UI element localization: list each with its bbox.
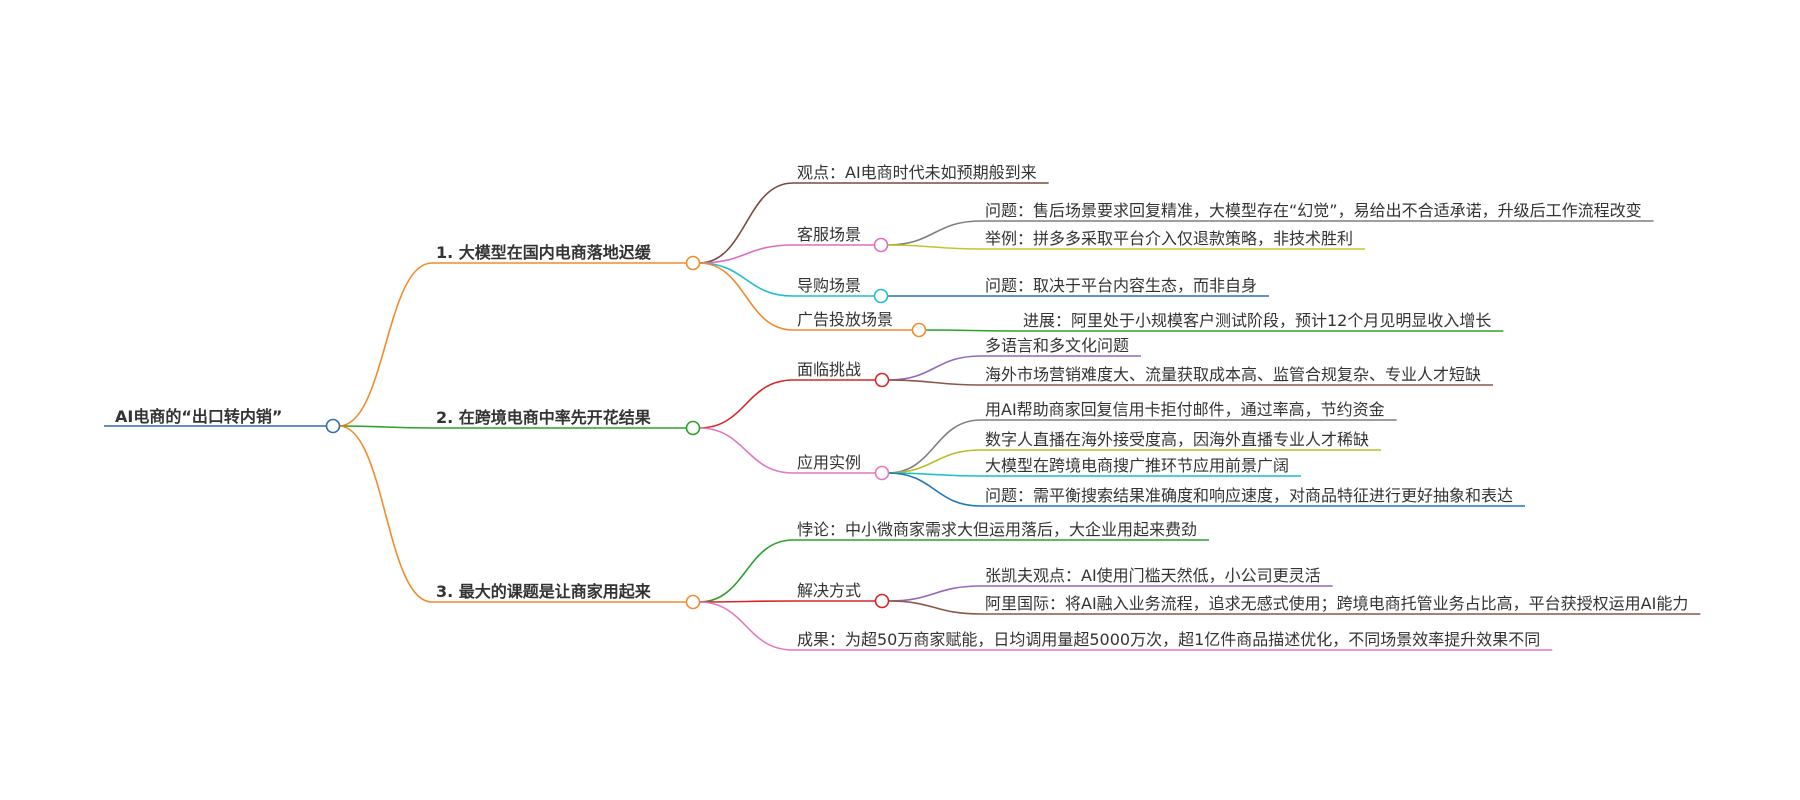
branch-1-sub-3-edge — [698, 262, 794, 297]
branch-3-sub-2-leaf-1-label: 张凯夫观点：AI使用门槛天然低，小公司更灵活 — [985, 566, 1321, 585]
branch-2-expander[interactable] — [685, 420, 701, 436]
branch-1-sub-2-leaf-2-edge — [886, 244, 982, 250]
branch-1-sub-2-leaf-1-label: 问题：售后场景要求回复精准，大模型存在“幻觉”，易给出不合适承诺，升级后工作流程… — [985, 201, 1642, 220]
branch-1-sub-2-edge — [698, 244, 794, 264]
branch-2-sub-2-leaf-1-edge — [887, 419, 982, 474]
branch-3-sub-2-label: 解决方式 — [797, 581, 861, 600]
branch-1-sub-2-label: 客服场景 — [797, 225, 861, 244]
branch-2-sub-2-leaf-2-edge — [887, 449, 982, 474]
branch-1-sub-2-leaf-2-label: 举例：拼多多采取平台介入仅退款策略，非技术胜利 — [985, 229, 1353, 248]
branch-2-sub-1-leaf-1-edge — [887, 355, 982, 381]
branch-3-sub-3-edge — [698, 601, 794, 651]
root-node-expander[interactable] — [325, 418, 341, 434]
branch-1-sub-1-label: 观点：AI电商时代未如预期般到来 — [797, 163, 1037, 182]
branch-3-sub-1-label: 悖论：中小微商家需求大但运用落后，大企业用起来费劲 — [797, 520, 1197, 539]
branch-3-sub-2-leaf-2-label: 阿里国际：将AI融入业务流程，追求无感式使用；跨境电商托管业务占比高，平台获授权… — [985, 594, 1688, 613]
mindmap-underlines — [104, 182, 1701, 651]
branch-2-label: 2. 在跨境电商中率先开花结果 — [436, 408, 651, 427]
branch-1-expander[interactable] — [685, 255, 701, 271]
branch-2-sub-2-leaf-4-label: 问题：需平衡搜索结果准确度和响应速度，对商品特征进行更好抽象和表达 — [985, 486, 1513, 505]
branch-2-sub-1-leaf-1-label: 多语言和多文化问题 — [985, 336, 1129, 355]
branch-3-expander[interactable] — [685, 594, 701, 610]
branch-1-sub-3-label: 导购场景 — [797, 276, 861, 295]
branch-2-sub-2-leaf-3-edge — [887, 472, 982, 477]
branch-3-sub-2-edge — [698, 600, 794, 603]
branch-1-edge — [338, 262, 433, 427]
branch-2-sub-2-expander[interactable] — [874, 465, 890, 481]
branch-3-edge — [338, 425, 433, 603]
branch-1-sub-4-leaf-1-edge — [924, 329, 1020, 332]
branch-3-sub-2-leaf-2-edge — [887, 600, 982, 615]
branch-2-sub-2-edge — [698, 427, 794, 474]
branch-2-sub-1-edge — [698, 379, 794, 429]
branch-1-label: 1. 大模型在国内电商落地迟缓 — [436, 243, 652, 262]
branch-1-sub-2-expander[interactable] — [873, 237, 889, 253]
branch-2-sub-2-leaf-3-label: 大模型在跨境电商搜广推环节应用前景广阔 — [985, 456, 1289, 475]
branch-2-sub-2-label: 应用实例 — [797, 453, 861, 472]
branch-1-sub-4-expander[interactable] — [911, 322, 927, 338]
branch-2-sub-1-leaf-2-label: 海外市场营销难度大、流量获取成本高、监管合规复杂、专业人才短缺 — [985, 365, 1481, 384]
branch-1-sub-4-edge — [698, 262, 794, 331]
branch-2-sub-2-leaf-4-edge — [887, 472, 982, 507]
branch-1-sub-1-edge — [698, 182, 794, 264]
branch-2-sub-1-expander[interactable] — [874, 372, 890, 388]
branch-2-sub-2-leaf-1-label: 用AI帮助商家回复信用卡拒付邮件，通过率高，节约资金 — [985, 400, 1385, 419]
branch-3-sub-2-leaf-1-edge — [887, 585, 982, 602]
root-node-label: AI电商的“出口转内销” — [115, 407, 282, 426]
branch-3-sub-2-expander[interactable] — [874, 593, 890, 609]
branch-2-sub-2-leaf-2-label: 数字人直播在海外接受度高，因海外直播专业人才稀缺 — [985, 430, 1369, 449]
branch-1-sub-3-leaf-1-label: 问题：取决于平台内容生态，而非自身 — [985, 276, 1257, 295]
branch-2-sub-1-label: 面临挑战 — [797, 360, 861, 379]
branch-2-sub-1-leaf-2-edge — [887, 379, 982, 386]
mindmap-edges — [338, 182, 1020, 651]
mindmap-labels: AI电商的“出口转内销” 1. 大模型在国内电商落地迟缓 观点：AI电商时代未如预期… — [115, 163, 1688, 649]
mindmap-expanders — [325, 237, 927, 610]
branch-1-sub-4-label: 广告投放场景 — [797, 310, 893, 329]
branch-1-sub-2-leaf-1-edge — [886, 220, 982, 246]
branch-1-sub-4-leaf-1-label: 进展：阿里处于小规模客户测试阶段，预计12个月见明显收入增长 — [1023, 311, 1491, 330]
branch-1-sub-3-expander[interactable] — [873, 288, 889, 304]
branch-2-edge — [338, 425, 433, 429]
branch-3-sub-3-label: 成果：为超50万商家赋能，日均调用量超5000万次，超1亿件商品描述优化，不同场… — [797, 630, 1540, 649]
branch-3-sub-1-edge — [698, 539, 794, 603]
branch-3-label: 3. 最大的课题是让商家用起来 — [436, 582, 652, 601]
